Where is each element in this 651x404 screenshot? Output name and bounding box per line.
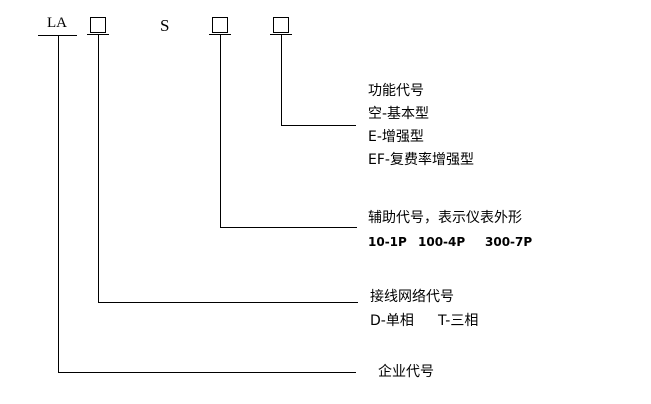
wiring-title: 接线网络代号: [370, 289, 454, 305]
auxiliary-item: 100-4P: [418, 235, 466, 249]
series-code: S: [160, 16, 170, 35]
wiring-item: D-单相: [370, 313, 414, 329]
function-item: E-增强型: [368, 129, 424, 145]
auxiliary-item: 10-1P: [368, 235, 407, 249]
company-title: 企业代号: [378, 364, 434, 380]
auxiliary-item: 300-7P: [485, 235, 533, 249]
wiring-item: T-三相: [438, 313, 479, 329]
function-item: EF-复费率增强型: [368, 152, 474, 168]
function-item: 空-基本型: [368, 106, 430, 122]
prefix-code: LA: [47, 15, 67, 31]
auxiliary-title: 辅助代号，表示仪表外形: [368, 210, 522, 226]
function-title: 功能代号: [368, 83, 424, 99]
wiring-code-box: [90, 17, 106, 33]
auxiliary-code-box: [212, 17, 228, 33]
function-code-box: [273, 17, 289, 33]
